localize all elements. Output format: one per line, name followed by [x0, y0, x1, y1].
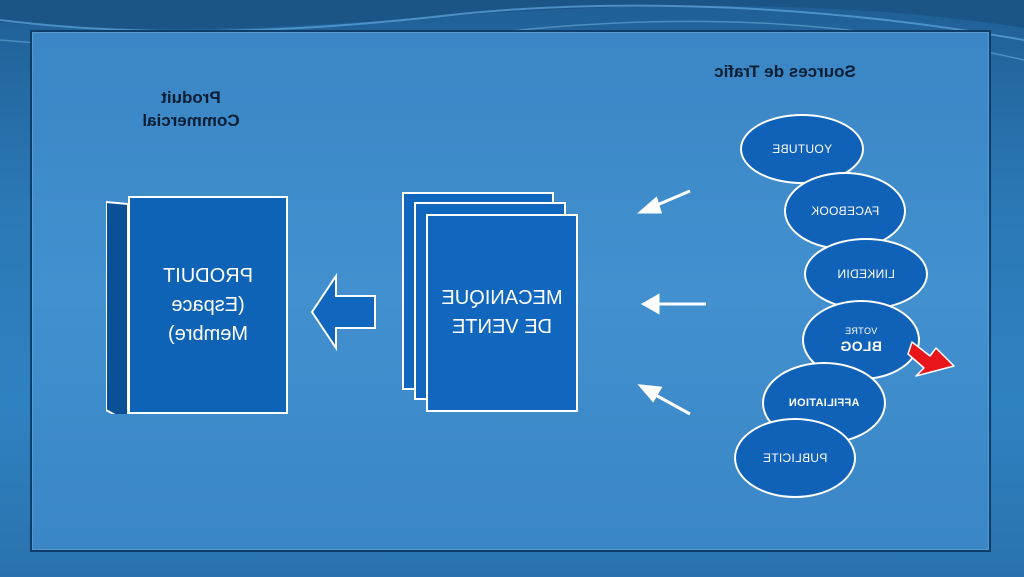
produit-box-side	[106, 200, 128, 414]
produit-box: PRODUIT (Espace Membre)	[106, 196, 288, 416]
